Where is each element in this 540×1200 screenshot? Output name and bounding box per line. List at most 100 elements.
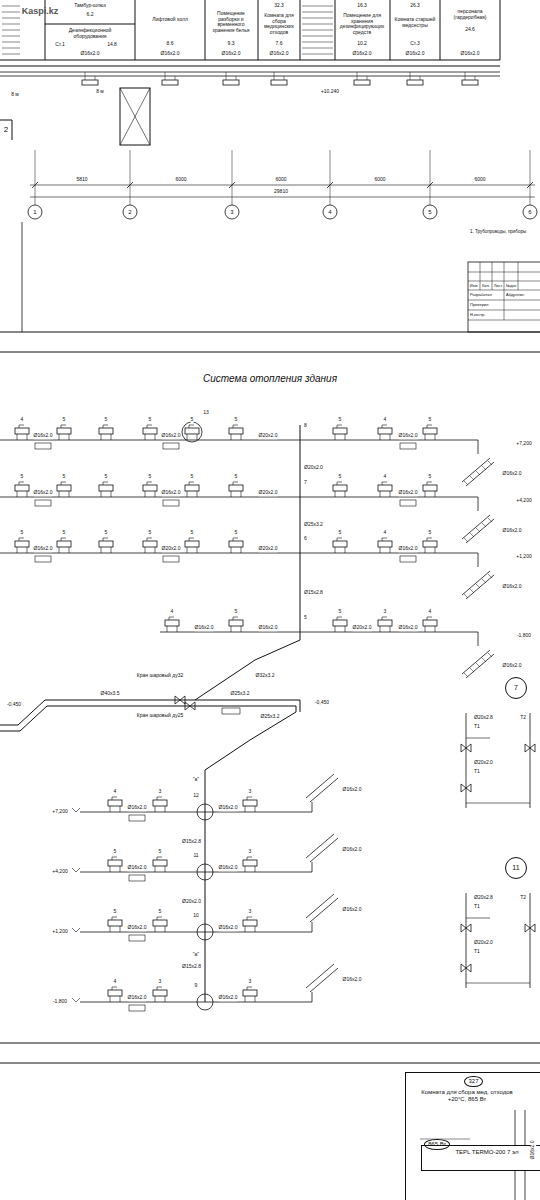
radiator-pipe <box>241 547 242 553</box>
partition-wall <box>205 0 206 60</box>
drawing-label: 4 <box>328 209 331 216</box>
radiator-slanted <box>310 898 338 922</box>
air-valve <box>112 917 117 920</box>
drawing-label: Ø25x3.2 <box>304 522 323 528</box>
node-heading: 327 <box>464 1076 482 1087</box>
stair-step <box>2 12 20 13</box>
radiator-pipe <box>231 491 232 497</box>
length-box <box>163 443 179 449</box>
drawing-label: Ø16x2.0 <box>503 471 522 477</box>
radiator-pipe <box>111 547 112 553</box>
radiator-pipe <box>425 547 426 553</box>
callout-circle <box>197 994 213 1010</box>
stair-step <box>302 36 333 37</box>
drawing-label: 3 <box>249 849 252 855</box>
radiator-symbol <box>229 541 243 547</box>
radiator-section <box>482 523 486 527</box>
radiator-symbol <box>333 428 347 434</box>
air-valve <box>103 482 108 485</box>
drawing-label: Ø20x2.8 <box>474 715 493 721</box>
detail-callout: 7 <box>505 677 527 699</box>
sheet-frame <box>0 332 540 333</box>
drawing-label: 4 <box>429 609 432 615</box>
drawing-label: 5 <box>429 530 432 536</box>
drawing-label: 3 <box>249 979 252 985</box>
drawing-label: +10.240 <box>321 89 339 95</box>
radiator-pipe <box>390 491 391 497</box>
drawing-label: 5 <box>191 417 194 423</box>
radiator-pipe <box>59 491 60 497</box>
radiator-pipe <box>425 434 426 440</box>
air-valve <box>103 538 108 541</box>
drawing-label: 6000 <box>474 177 485 183</box>
callout-circle <box>182 422 202 442</box>
drawing-label: Ø16x2.0 <box>406 51 425 57</box>
drawing-label: 6 <box>304 536 307 542</box>
radiator-pipe <box>380 626 381 632</box>
radiator-pipe <box>69 491 70 497</box>
drawing-label: Ø16x2.0 <box>128 995 147 1001</box>
length-box <box>129 875 145 881</box>
node-heading: 7 <box>514 684 518 692</box>
drawing-label: Ø16x2.0 <box>399 490 418 496</box>
radiator-pipe <box>155 996 156 1002</box>
radiator-section <box>482 579 486 583</box>
drawing-label: Ø16x2.0 <box>162 490 181 496</box>
drawing-label: Ø40x3.5 <box>101 691 120 697</box>
air-valve <box>247 987 252 990</box>
radiator-section <box>464 538 468 542</box>
title-block-col <box>518 262 519 290</box>
drawing-label: -1,800 <box>517 633 531 639</box>
radiator-pipe <box>155 926 156 932</box>
air-valve <box>427 482 432 485</box>
drawing-label: 2 <box>4 126 8 135</box>
radiator-symbol <box>423 485 437 491</box>
drawing-label: Ø16x2.0 <box>34 546 53 552</box>
radiator-pipe <box>435 491 436 497</box>
air-valve <box>19 425 24 428</box>
drawing-label: 8 <box>304 423 307 429</box>
drawing-label: Ø16x2.0 <box>270 51 289 57</box>
drawing-label: 3 <box>249 789 252 795</box>
radiator-pipe <box>284 76 285 80</box>
radiator-symbol <box>15 541 29 547</box>
air-valve <box>382 425 387 428</box>
drawing-label: Лифтовой холл <box>140 17 200 23</box>
air-valve <box>61 425 66 428</box>
radiator-slanted <box>306 964 334 988</box>
stair-step <box>2 18 20 19</box>
radiator-slanted <box>310 778 338 802</box>
radiator-pipe <box>435 626 436 632</box>
drawing-label: Ст.3 <box>410 41 420 47</box>
drawing-label: Абдуллин <box>506 293 524 297</box>
drawing-label: 5 <box>105 417 108 423</box>
radiator-pipe <box>367 76 368 80</box>
radiator-pipe <box>111 491 112 497</box>
radiator-pipe <box>120 996 121 1002</box>
drawing-label: 29810 <box>274 189 288 195</box>
radiator-pipe <box>110 926 111 932</box>
radiator-slanted <box>466 575 494 599</box>
radiator-pipe <box>335 434 336 440</box>
radiator-pipe <box>390 547 391 553</box>
valve-symbol <box>461 744 471 752</box>
radiator-pipe <box>101 547 102 553</box>
radiator-symbol <box>423 428 437 434</box>
axis-bubble <box>523 205 537 219</box>
drawing-label: 4 <box>171 609 174 615</box>
radiator-symbol <box>378 428 392 434</box>
radiator-pipe <box>357 72 358 80</box>
radiator-symbol <box>423 541 437 547</box>
air-valve <box>382 538 387 541</box>
drawing-label: Ø16x2.0 <box>530 1141 536 1160</box>
radiator-pipe <box>110 866 111 872</box>
length-box <box>35 443 51 449</box>
radiator-pipe <box>425 626 426 632</box>
radiator-slanted <box>306 774 334 798</box>
radiator-slanted <box>306 894 334 918</box>
radiator-section <box>488 653 492 657</box>
valve-symbol <box>525 924 535 932</box>
radiator-pipe <box>245 866 246 872</box>
branch-pipe <box>80 922 312 932</box>
valve-symbol <box>175 696 185 704</box>
